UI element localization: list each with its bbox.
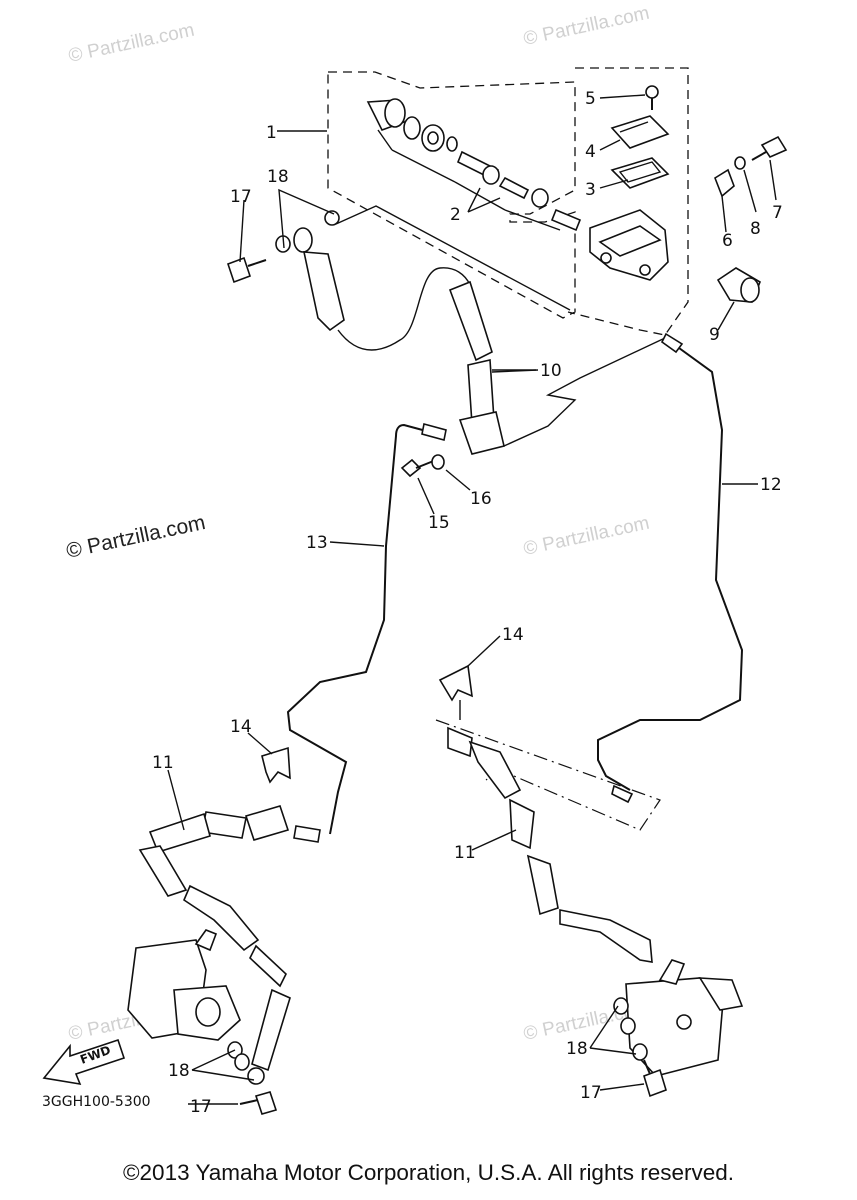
callout-6: 6: [722, 231, 733, 251]
callout-14a: 14: [230, 717, 252, 737]
pipe-12-fitting-top: [660, 332, 684, 354]
callout-11b: 11: [454, 843, 476, 863]
piston-kit: [366, 98, 582, 232]
bolt-7: [751, 135, 788, 161]
pipe-13-fitting: [421, 423, 447, 441]
callout-18b: 18: [168, 1061, 190, 1081]
callout-14b: 14: [502, 625, 524, 645]
watermark-middle-left: © Partzilla.com: [64, 511, 207, 563]
washer-18-top-b: [324, 210, 340, 226]
leader-lines: [167, 94, 777, 1105]
washer-16: [431, 454, 445, 470]
watermark-top-right: © Partzilla.com: [522, 3, 652, 50]
lever-bracket: [714, 168, 735, 198]
hose-11-left-fitting: [293, 825, 321, 843]
diaphragm: [610, 157, 670, 189]
clip-14-left: [261, 746, 291, 784]
brake-hose-11-right: [447, 726, 653, 963]
washer-18-right-b: [620, 1017, 636, 1035]
callout-9: 9: [709, 325, 720, 345]
watermark-top-left: © Partzilla.com: [67, 20, 197, 67]
joint-hose-10: [448, 280, 505, 455]
callout-5: 5: [585, 89, 596, 109]
callout-17b: 17: [190, 1097, 212, 1117]
master-cylinder-body: [589, 209, 669, 281]
callout-12: 12: [760, 475, 782, 495]
callout-8: 8: [750, 219, 761, 239]
watermarks: © Partzilla.com © Partzilla.com © Partzi…: [64, 3, 651, 1045]
washer-8: [734, 156, 746, 170]
brake-caliper-left: [127, 929, 241, 1041]
brake-hose-11-left: [138, 805, 291, 1072]
callout-4: 4: [585, 142, 596, 162]
reservoir-cap: [610, 115, 670, 149]
master-hose-end: [293, 227, 345, 332]
forward-arrow-icon: FWD: [42, 1038, 126, 1086]
watermark-middle-right: © Partzilla.com: [522, 513, 652, 560]
callout-15: 15: [428, 513, 450, 533]
callout-17a: 17: [230, 187, 252, 207]
diagram-part-code: 3GGH100-5300: [42, 1094, 151, 1110]
callout-16: 16: [470, 489, 492, 509]
brake-caliper-right: [625, 959, 744, 1077]
banjo-bolt-17-left: [239, 1091, 278, 1115]
callout-17c: 17: [580, 1083, 602, 1103]
callout-7: 7: [772, 203, 783, 223]
master-cylinder-kit-boundary: [327, 71, 576, 319]
callout-11a: 11: [152, 753, 174, 773]
boot-9: [716, 267, 761, 303]
banjo-bolt-17-right: [643, 1059, 667, 1098]
callout-13: 13: [306, 533, 328, 553]
clip-14-right: [438, 664, 473, 702]
washer-18-right-c: [632, 1043, 648, 1061]
callout-2: 2: [450, 205, 461, 225]
cap-screw: [645, 85, 659, 110]
alignment-line-right: [435, 719, 661, 831]
copyright-notice: ©2013 Yamaha Motor Corporation, U.S.A. A…: [122, 1160, 735, 1185]
callout-18a: 18: [267, 167, 289, 187]
callouts: 1 2 3 4 5 6 7 8 9 10 11 11 12 13 14 14 1…: [152, 89, 783, 1117]
brake-pipe-12: [597, 339, 744, 791]
brake-pipe-13: [286, 423, 431, 835]
callout-10: 10: [540, 361, 562, 381]
banjo-bolt-17-top: [226, 256, 267, 284]
washer-18-right-a: [613, 997, 629, 1015]
washer-18-left-c: [247, 1067, 265, 1085]
washer-18-left-b: [234, 1053, 250, 1071]
pipe-12-fitting-bottom: [611, 784, 634, 804]
union-bolt-15: [400, 458, 437, 478]
callout-18c: 18: [566, 1039, 588, 1059]
reservoir-kit-boundary: [567, 67, 689, 336]
callout-1: 1: [266, 123, 277, 143]
callout-3: 3: [585, 180, 596, 200]
